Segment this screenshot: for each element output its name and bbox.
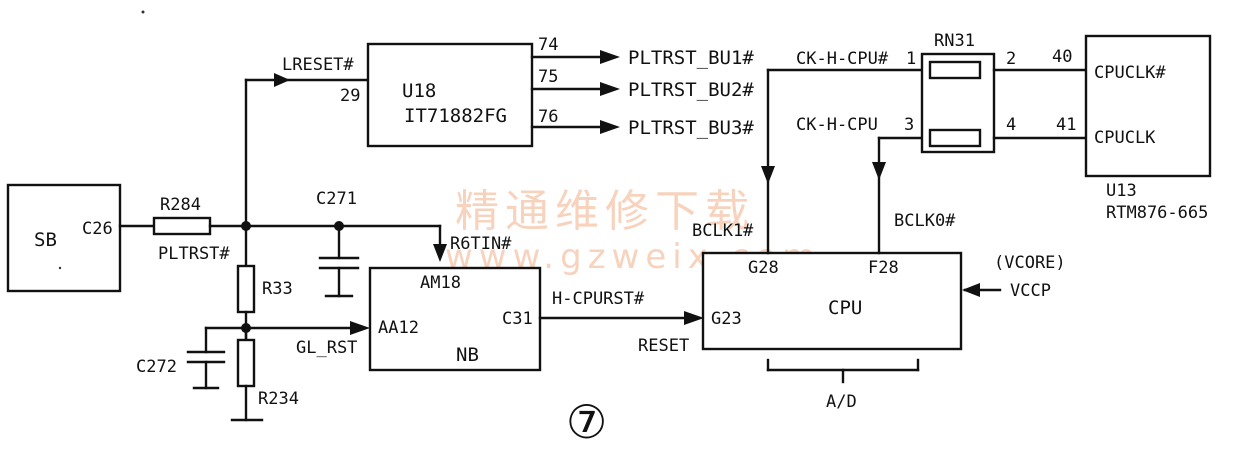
- arrow-out-76: [600, 120, 620, 134]
- watermark-chinese: 精通维修下载: [455, 186, 755, 237]
- u13-cpuclk: CPUCLK: [1094, 128, 1156, 148]
- arrow-g23: [684, 311, 704, 325]
- rn31-pin-2: 2: [1006, 49, 1016, 69]
- net-vccp: VCCP: [1010, 281, 1051, 301]
- cpu-pin-g28: G28: [748, 258, 779, 278]
- cpu-block: [701, 251, 963, 351]
- arrow-g28: [761, 166, 775, 184]
- arrow-out-74: [600, 50, 620, 64]
- nb-label: NB: [456, 344, 479, 366]
- resistor-r284: [152, 216, 212, 236]
- cpu-label: CPU: [828, 297, 862, 319]
- u18-pin-75: 75: [538, 67, 558, 87]
- net-ckhcpu: CK-H-CPU: [796, 115, 878, 135]
- rn31-pin-1: 1: [906, 49, 916, 69]
- label-ad: A/D: [826, 392, 857, 412]
- nb-pin-am18: AM18: [420, 273, 461, 293]
- u18-block: [366, 42, 534, 148]
- arrow-out-75: [600, 82, 620, 96]
- arrow-am18: [433, 244, 447, 262]
- cpu-pin-f28: F28: [868, 258, 899, 278]
- nb-pin-aa12: AA12: [378, 318, 419, 338]
- rn31-pin-3: 3: [904, 115, 914, 135]
- net-reset: RESET: [638, 336, 689, 356]
- speck-2: [58, 266, 62, 270]
- net-hcpurst: H-CPURST#: [552, 289, 645, 309]
- net-bclk1: BCLK1#: [692, 221, 754, 241]
- arrow-f28: [872, 162, 886, 180]
- r33-label: R33: [262, 279, 293, 299]
- resistor-r234: [236, 338, 256, 388]
- u13-ref: U13: [1106, 181, 1137, 201]
- u13-cpuclk-n: CPUCLK#: [1094, 63, 1166, 83]
- rn31-resistor-b: [928, 128, 982, 148]
- net-ckhcpu-n: CK-H-CPU#: [796, 49, 889, 69]
- arrow-lreset: [274, 73, 290, 87]
- rn31-label: RN31: [934, 31, 975, 51]
- u18-pin-76: 76: [538, 107, 558, 127]
- arrow-aa12: [350, 321, 370, 335]
- u13-pin-40: 40: [1052, 47, 1072, 67]
- c272-label: C272: [136, 357, 177, 377]
- net-glrst: GL_RST: [296, 338, 357, 358]
- sb-block: [6, 183, 122, 293]
- sb-pin-c26: C26: [82, 219, 113, 239]
- speck-1: [141, 10, 145, 14]
- u13-part: RTM876-665: [1106, 203, 1208, 223]
- rn31-pin-4: 4: [1006, 115, 1016, 135]
- u13-block: [1084, 34, 1212, 178]
- cpu-pin-g23: G23: [711, 309, 742, 329]
- r234-label: R234: [258, 389, 299, 409]
- net-bclk0: BCLK0#: [894, 211, 956, 231]
- c271-label: C271: [316, 189, 357, 209]
- net-pltrst: PLTRST#: [158, 244, 230, 264]
- arrow-vccp: [962, 283, 980, 297]
- u18-pin-74: 74: [538, 35, 558, 55]
- sb-label: SB: [34, 229, 57, 251]
- net-pltrst-bu1: PLTRST_BU1#: [628, 47, 754, 69]
- net-r6tin: R6TIN#: [450, 234, 512, 254]
- u18-part: IT71882FG: [404, 105, 507, 127]
- net-vcore: (VCORE): [994, 253, 1066, 273]
- figure-number: ⑦: [566, 395, 607, 449]
- net-pltrst-bu2: PLTRST_BU2#: [628, 79, 754, 101]
- rn31-resistor-a: [928, 60, 982, 80]
- u13-pin-41: 41: [1056, 115, 1076, 135]
- resistor-r33: [236, 264, 256, 314]
- u18-ref: U18: [402, 80, 436, 102]
- net-pltrst-bu3: PLTRST_BU3#: [628, 117, 754, 139]
- u18-pin-29: 29: [340, 86, 360, 106]
- nb-pin-c31: C31: [502, 309, 533, 329]
- net-lreset: LRESET#: [282, 55, 354, 75]
- r284-label: R284: [160, 195, 201, 215]
